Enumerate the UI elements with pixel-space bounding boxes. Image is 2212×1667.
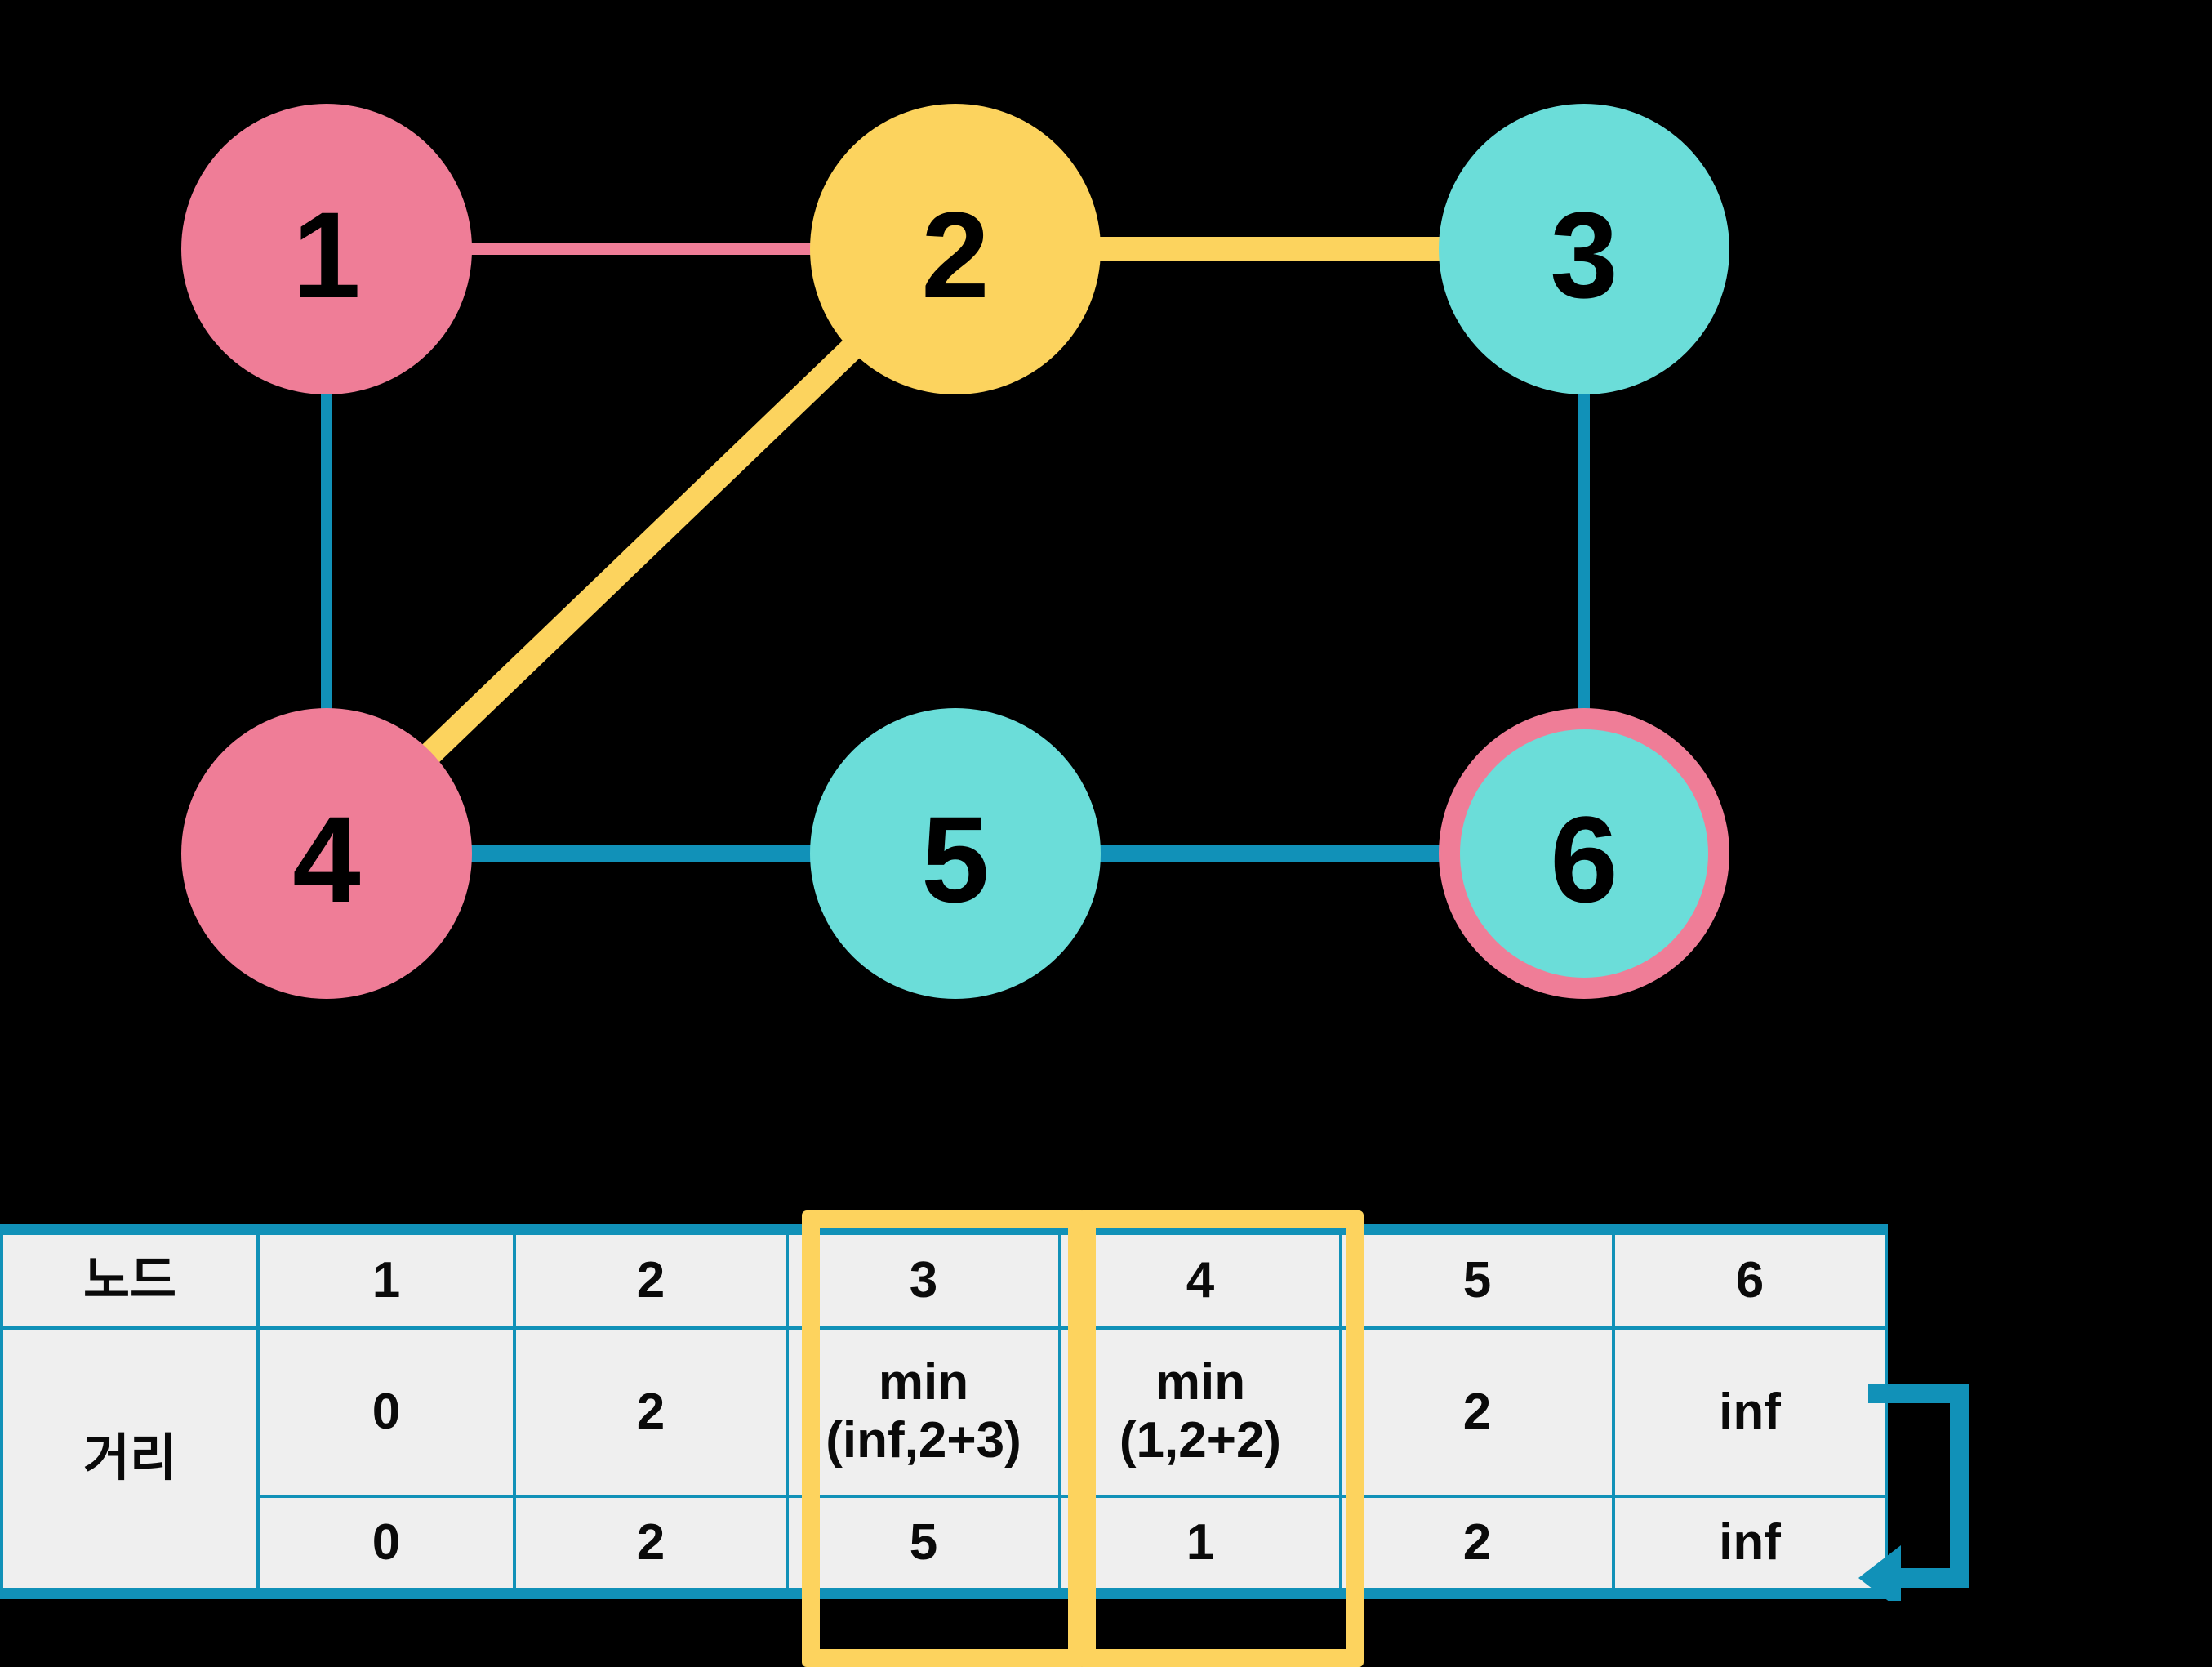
distance-expr-line: (1,2+2) bbox=[1119, 1412, 1282, 1469]
node-cell-1: 1 bbox=[256, 1228, 516, 1330]
table-row-node-header: 노드 1 2 3 4 5 6 bbox=[0, 1228, 1888, 1330]
distance-expr-cell-4: min (1,2+2) bbox=[1058, 1326, 1342, 1498]
graph-canvas: 1 2 3 4 5 6 bbox=[181, 104, 1729, 999]
node-cell-2: 2 bbox=[513, 1228, 789, 1330]
distance-result-cell-3: 5 bbox=[786, 1495, 1061, 1595]
distance-expr-line: inf bbox=[1719, 1383, 1781, 1440]
row-header-distance: 거리 bbox=[0, 1326, 260, 1595]
node-3-label: 3 bbox=[1550, 186, 1618, 323]
distance-expr-cell-6: inf bbox=[1612, 1326, 1888, 1498]
distance-expr-cell-5: 2 bbox=[1339, 1326, 1615, 1498]
node-cell-4: 4 bbox=[1058, 1228, 1342, 1330]
node-5[interactable]: 5 bbox=[810, 708, 1101, 999]
node-2-circle[interactable] bbox=[810, 104, 1101, 394]
node-1-label: 1 bbox=[292, 186, 360, 323]
node-cell-3: 3 bbox=[786, 1228, 1061, 1330]
distance-expr-line: min bbox=[878, 1354, 969, 1411]
distance-table-area: 노드 1 2 3 4 5 6 거리 0 2 min (inf,2+3) bbox=[0, 1210, 2212, 1667]
update-loop-arrow bbox=[1858, 1384, 1969, 1601]
graph-diagram: 1 2 3 4 5 6 bbox=[181, 104, 1729, 999]
node-6-label: 6 bbox=[1550, 791, 1618, 928]
distance-result-cell-4: 1 bbox=[1058, 1495, 1342, 1595]
distance-expr-line: (inf,2+3) bbox=[826, 1412, 1021, 1469]
distance-expr-cell-3: min (inf,2+3) bbox=[786, 1326, 1061, 1498]
row-header-node: 노드 bbox=[0, 1228, 260, 1330]
table-row-distance-expressions: 거리 0 2 min (inf,2+3) min (1,2+2) 2 bbox=[0, 1326, 1888, 1595]
distance-result-cell-6: inf bbox=[1612, 1495, 1888, 1595]
node-4-label: 4 bbox=[292, 791, 360, 928]
distance-expr-line: 2 bbox=[1462, 1383, 1492, 1440]
distance-expr-cell-2: 2 bbox=[513, 1326, 789, 1498]
node-6[interactable]: 6 bbox=[1439, 708, 1729, 999]
distance-expr-cell-1: 0 bbox=[256, 1326, 516, 1498]
node-3[interactable]: 3 bbox=[1439, 104, 1729, 394]
node-4-circle[interactable] bbox=[181, 708, 472, 999]
distance-result-cell-2: 2 bbox=[513, 1495, 789, 1595]
loop-arrow-path bbox=[1858, 1384, 1969, 1601]
node-2[interactable]: 2 bbox=[810, 104, 1101, 394]
distance-result-cell-5: 2 bbox=[1339, 1495, 1615, 1595]
node-5-circle[interactable] bbox=[810, 708, 1101, 999]
distance-table: 노드 1 2 3 4 5 6 거리 0 2 min (inf,2+3) bbox=[0, 1224, 1888, 1599]
node-cell-5: 5 bbox=[1339, 1228, 1615, 1330]
node-1[interactable]: 1 bbox=[181, 104, 472, 394]
node-3-circle[interactable] bbox=[1439, 104, 1729, 394]
node-cell-6: 6 bbox=[1612, 1228, 1888, 1330]
node-2-label: 2 bbox=[921, 186, 989, 323]
node-4[interactable]: 4 bbox=[181, 708, 472, 999]
distance-expr-line: min bbox=[1155, 1354, 1246, 1411]
node-6-circle[interactable] bbox=[1460, 729, 1708, 978]
node-5-label: 5 bbox=[921, 791, 989, 928]
distance-expr-line: 0 bbox=[372, 1383, 401, 1440]
table-row-distance-results: 0 2 5 1 2 inf bbox=[2, 1495, 1888, 1595]
distance-result-cell-1: 0 bbox=[256, 1495, 516, 1595]
node-1-circle[interactable] bbox=[181, 104, 472, 394]
distance-expr-line: 2 bbox=[636, 1383, 665, 1440]
